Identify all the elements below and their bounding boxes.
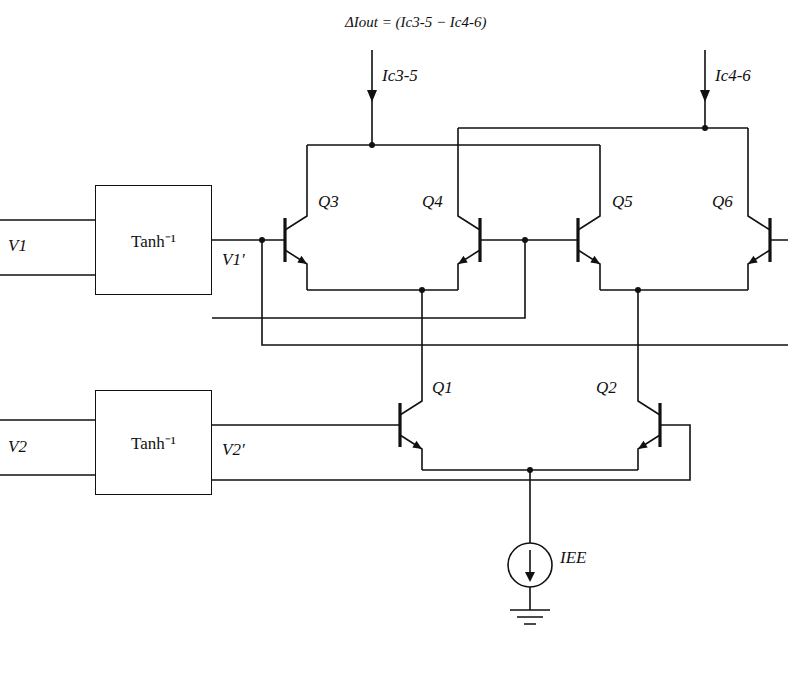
- function-box: Tanh⁻¹: [95, 185, 212, 295]
- signal-label: Q2: [596, 378, 617, 398]
- junction-dot: [522, 237, 528, 243]
- wires: [0, 50, 788, 624]
- emitter-tie-wire: [307, 290, 748, 470]
- signal-label: Q1: [432, 378, 453, 398]
- output-equation: ΔIout = (Ic3-5 − Ic4-6): [345, 14, 487, 31]
- emitter-arrow: [590, 256, 600, 264]
- base-bar: [283, 218, 286, 262]
- signal-label: Ic3-5: [382, 66, 418, 86]
- signal-label: V1: [8, 236, 27, 256]
- box-label: Tanh⁻¹: [123, 427, 184, 458]
- v2-wire: [212, 425, 690, 480]
- base-bar: [576, 218, 579, 262]
- current-source-symbol: [508, 543, 552, 587]
- junction-dots: [259, 125, 708, 473]
- base-bar: [398, 403, 401, 447]
- junction-dot: [419, 287, 425, 293]
- signal-label: Q6: [712, 192, 733, 212]
- transistor-bases: [285, 218, 770, 447]
- box-label: Tanh⁻¹: [123, 225, 184, 256]
- transistor-q4: [458, 128, 480, 290]
- junction-dot: [259, 237, 265, 243]
- function-box: Tanh⁻¹: [95, 390, 212, 495]
- base-bar: [658, 403, 661, 447]
- signal-label: V1′: [222, 250, 245, 270]
- signal-label: IEE: [560, 548, 586, 568]
- signal-label: V2: [8, 437, 27, 457]
- emitter-arrow: [748, 256, 758, 264]
- emitter-arrow: [458, 256, 468, 264]
- input-wire: [0, 220, 95, 475]
- base-bar: [768, 218, 771, 262]
- current-source-wire: [529, 470, 531, 610]
- current-source-circle: [508, 543, 552, 587]
- junction-dot: [702, 125, 708, 131]
- transistors: [285, 128, 770, 470]
- signal-label: Ic4-6: [715, 66, 751, 86]
- base-bar: [478, 218, 481, 262]
- transistor-q2: [638, 290, 660, 470]
- ground-symbol: [510, 610, 550, 624]
- signal-label: V2′: [222, 440, 245, 460]
- output-current-wire: [307, 50, 748, 145]
- signal-label: Q3: [318, 192, 339, 212]
- emitter-arrows: [297, 90, 757, 449]
- current-source-arrowhead: [525, 572, 535, 582]
- transistor-q5: [578, 145, 600, 290]
- transistor-q6: [748, 128, 770, 290]
- junction-dot: [527, 467, 533, 473]
- emitter-arrow: [412, 441, 422, 449]
- current-arrow: [367, 90, 377, 102]
- v1-wire: [212, 240, 788, 345]
- junction-dot: [635, 287, 641, 293]
- emitter-arrow: [297, 256, 307, 264]
- signal-label: Q4: [422, 192, 443, 212]
- emitter-arrow: [638, 441, 648, 449]
- junction-dot: [369, 142, 375, 148]
- current-source-arrow: [529, 550, 531, 574]
- current-arrow: [700, 90, 710, 102]
- signal-label: Q5: [612, 192, 633, 212]
- transistor-q1: [400, 290, 422, 470]
- transistor-q3: [285, 145, 307, 290]
